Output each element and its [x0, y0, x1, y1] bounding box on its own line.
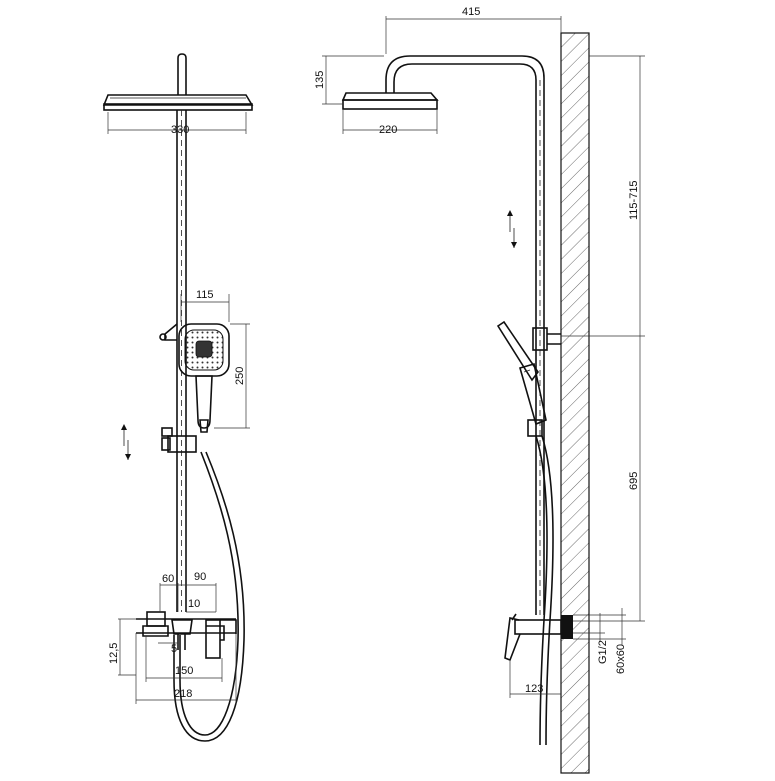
top-riser — [177, 53, 187, 95]
side-view: 415 135 220 — [314, 6, 645, 774]
hose-side — [535, 435, 548, 746]
shower-arm — [385, 55, 545, 615]
label-12-5: 12,5 — [108, 643, 120, 664]
wall-bracket — [532, 327, 548, 351]
slide-arrows-front — [121, 424, 131, 460]
dim-thread: G1/2 60x60 — [573, 608, 627, 674]
holder-knob — [164, 323, 178, 341]
bath-mixer — [136, 611, 237, 659]
sliding-holder — [161, 427, 197, 453]
dim-head-height: 135 — [314, 55, 384, 105]
dim-hand-shower-width: 115 — [180, 289, 230, 322]
label-415: 415 — [462, 6, 480, 18]
label-135: 135 — [314, 71, 326, 89]
label-10: 10 — [188, 598, 200, 610]
wall — [560, 32, 590, 774]
dim-head-width: 220 — [342, 110, 438, 136]
dim-mixer-projection: 123 — [509, 660, 561, 698]
dim-hand-shower-height: 250 — [214, 323, 250, 429]
label-115: 115 — [196, 289, 214, 301]
dim-rain-head-width: 330 — [107, 112, 247, 136]
front-view: 330 115 250 — [102, 53, 254, 742]
label-60: 60 — [162, 573, 174, 585]
label-115-715: 115-715 — [628, 180, 640, 220]
dim-arm-reach: 415 — [385, 6, 562, 54]
label-695: 695 — [628, 472, 640, 490]
side-mixer — [504, 613, 573, 662]
dim-height: 115-715 695 — [561, 55, 645, 622]
label-g1-2: G1/2 — [597, 640, 609, 664]
rain-shower-head — [102, 94, 254, 111]
label-60x60: 60x60 — [615, 644, 627, 674]
label-123: 123 — [525, 683, 543, 695]
hand-shower — [178, 323, 230, 433]
label-330: 330 — [171, 124, 189, 136]
label-250: 250 — [234, 367, 246, 385]
label-150: 150 — [175, 665, 193, 677]
label-5: 5 — [171, 643, 177, 655]
hose-front — [179, 451, 239, 736]
side-rain-head — [341, 92, 439, 110]
label-90: 90 — [194, 571, 206, 583]
mixer-dimensions: 60 90 10 12,5 5 150 218 — [108, 571, 237, 704]
slide-arrows-side — [507, 210, 517, 248]
side-hand-shower — [496, 320, 547, 437]
label-220: 220 — [379, 124, 397, 136]
label-218: 218 — [174, 688, 192, 700]
